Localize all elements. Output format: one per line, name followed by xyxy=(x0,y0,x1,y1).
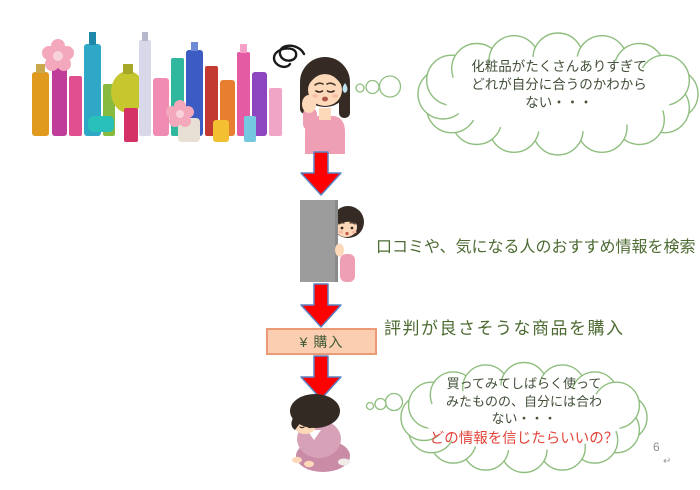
cosmetics-photo xyxy=(32,32,282,142)
thought-bubble-top-text: 化粧品がたくさんありすぎて どれが自分に合うのかわから ない・・・ xyxy=(438,58,680,112)
wall-rectangle xyxy=(300,200,338,282)
pink-flower-icon xyxy=(42,39,194,127)
thought-trail-circles-bottom xyxy=(365,392,404,412)
bubble-bottom-line1: 買ってみてしばらく使って xyxy=(446,376,602,391)
thought-trail-circles xyxy=(355,75,402,98)
peeking-woman-illustration xyxy=(300,200,364,282)
step2-search-label: 口コミや、気になる人のおすすめ情報を検索 xyxy=(376,239,696,256)
bubble-bottom-line3: ない・・・ xyxy=(491,411,557,426)
thought-bubble-bottom xyxy=(365,361,648,474)
page-number: 6 xyxy=(653,440,660,454)
confusion-scribble-icon xyxy=(272,44,306,69)
worried-woman-illustration xyxy=(300,57,350,154)
down-arrow-icon-3 xyxy=(300,355,342,400)
depressed-woman-illustration xyxy=(290,394,350,472)
bubble-top-line1: 化粧品がたくさんありすぎて xyxy=(471,59,647,74)
bubble-bottom-highlight: どの情報を信じたらいいの？ xyxy=(429,430,619,447)
purchase-box: ¥ 購入 xyxy=(266,328,377,355)
purchase-box-label: ¥ 購入 xyxy=(299,333,344,350)
bubble-bottom-line2: みたものの、自分には合わ xyxy=(445,393,602,409)
down-arrow-icon-1 xyxy=(300,151,342,196)
step3-purchase-label: 評判が良さそうな商品を購入 xyxy=(384,319,625,338)
return-mark-icon: ↵ xyxy=(663,456,672,467)
bubble-top-line3: ない・・・ xyxy=(525,95,593,110)
thought-bubble-bottom-text: 買ってみてしばらく使って みたものの、自分には合わ ない・・・ どの情報を信じた… xyxy=(403,375,645,448)
bubble-top-line2: どれが自分に合うのかわから xyxy=(471,77,647,92)
thought-bubble-top xyxy=(355,32,699,156)
perfume-bottles xyxy=(32,32,282,142)
down-arrow-icon-2 xyxy=(300,283,342,328)
